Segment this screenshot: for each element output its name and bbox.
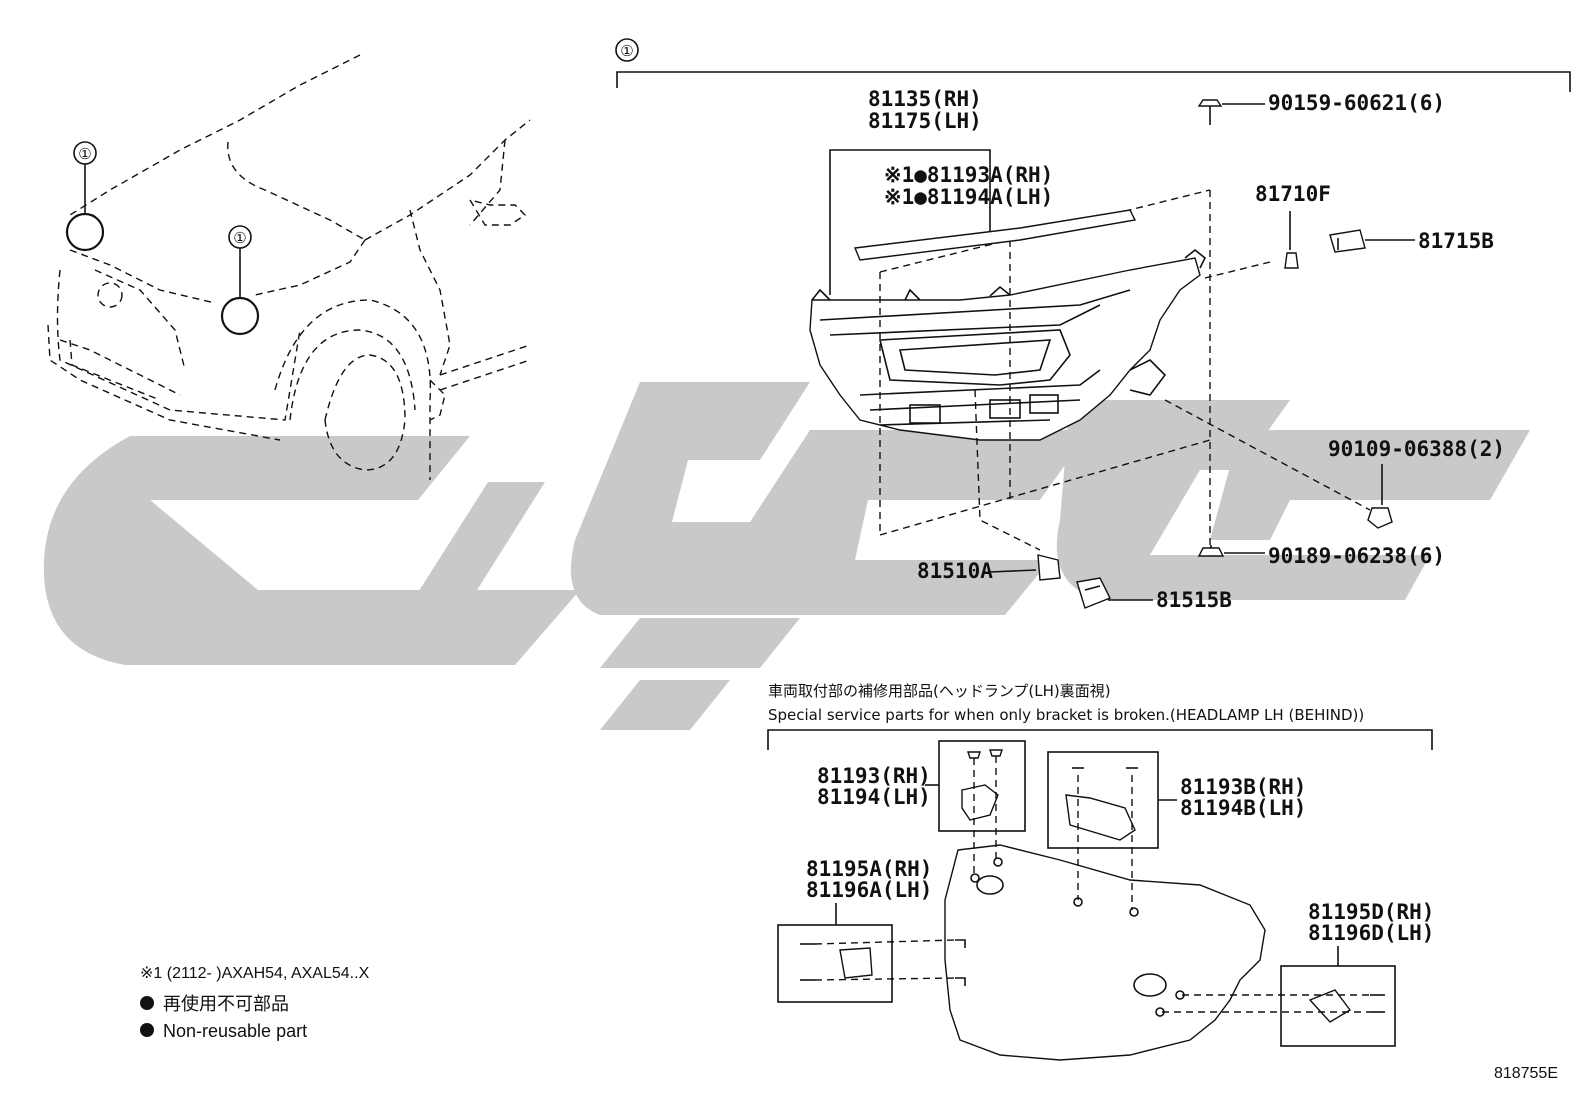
bracket-boxes: [777, 740, 1396, 1047]
part-labels-upper: 81135(RH) 81175(LH) ※1●81193A(RH) ※1●811…: [829, 87, 1505, 612]
label-81194B: 81194B(LH): [1180, 796, 1306, 820]
bulb-81510A: [1037, 554, 1061, 581]
bulb-81710F: [1284, 252, 1299, 269]
legend-jp: 再使用不可部品: [163, 994, 289, 1014]
label-81710F: 81710F: [1255, 182, 1331, 206]
label-81194A: ※1●81194A(LH): [884, 185, 1053, 209]
label-81135: 81135(RH): [868, 87, 982, 111]
label-81715B: 81715B: [1418, 229, 1494, 253]
callout-1-right: ①: [233, 229, 246, 247]
part-labels-lower: 81193(RH) 81194(LH) 81193B(RH) 81194B(LH…: [806, 764, 1434, 966]
headlamp-assembly: [809, 248, 1207, 441]
rear-housing: [944, 844, 1266, 1061]
label-81510A: 81510A: [917, 559, 993, 583]
box-81195A: [777, 924, 893, 1003]
label-90189: 90189-06238(6): [1268, 544, 1445, 568]
socket-81515B: [1076, 577, 1111, 609]
label-90159: 90159-60621(6): [1268, 91, 1445, 115]
label-81193B: 81193B(RH): [1180, 775, 1306, 799]
legend: ※1 (2112- )AXAH54, AXAL54..X 再使用不可部品 Non…: [140, 965, 370, 1041]
section-callout: ①: [620, 42, 633, 60]
screw-90109: [1367, 507, 1393, 529]
label-81175: 81175(LH): [868, 109, 982, 133]
light-guide-strip: [853, 209, 1137, 261]
legend-footnote: ※1 (2112- )AXAH54, AXAL54..X: [140, 965, 370, 982]
label-81195A: 81195A(RH): [806, 857, 932, 881]
label-81196D: 81196D(LH): [1308, 921, 1434, 945]
non-reusable-dot-icon: [140, 996, 154, 1010]
label-81515B: 81515B: [1156, 588, 1232, 612]
label-81195D: 81195D(RH): [1308, 900, 1434, 924]
clip-90189: [1197, 545, 1225, 557]
bolt-90159: [1197, 99, 1223, 125]
label-81193A: ※1●81193A(RH): [884, 163, 1053, 187]
legend-en: Non-reusable part: [163, 1021, 307, 1041]
vehicle-outline: [47, 54, 531, 480]
section-bracket: ①: [615, 38, 1571, 92]
bracket-note: 車両取付部の補修用部品(ヘッドランプ(LH)裏面視) Special servi…: [767, 682, 1433, 750]
label-81194: 81194(LH): [817, 785, 931, 809]
bracket-note-jp: 車両取付部の補修用部品(ヘッドランプ(LH)裏面視): [768, 682, 1111, 700]
socket-81715B: [1329, 229, 1366, 253]
watermark-logo: [43, 382, 1530, 730]
non-reusable-dot-icon: [140, 1023, 154, 1037]
small-parts: [1037, 99, 1393, 609]
vehicle-callouts: ① ①: [65, 141, 260, 336]
callout-1-left: ①: [78, 145, 91, 163]
label-81193: 81193(RH): [817, 764, 931, 788]
label-90109: 90109-06388(2): [1328, 437, 1505, 461]
bracket-note-en: Special service parts for when only brac…: [768, 706, 1364, 724]
headlamp-location-marker-left: [65, 212, 105, 252]
box-81193: [938, 740, 1026, 832]
label-81196A: 81196A(LH): [806, 878, 932, 902]
drawing-id: 818755E: [1494, 1065, 1558, 1082]
headlamp-location-marker-right: [220, 296, 260, 336]
